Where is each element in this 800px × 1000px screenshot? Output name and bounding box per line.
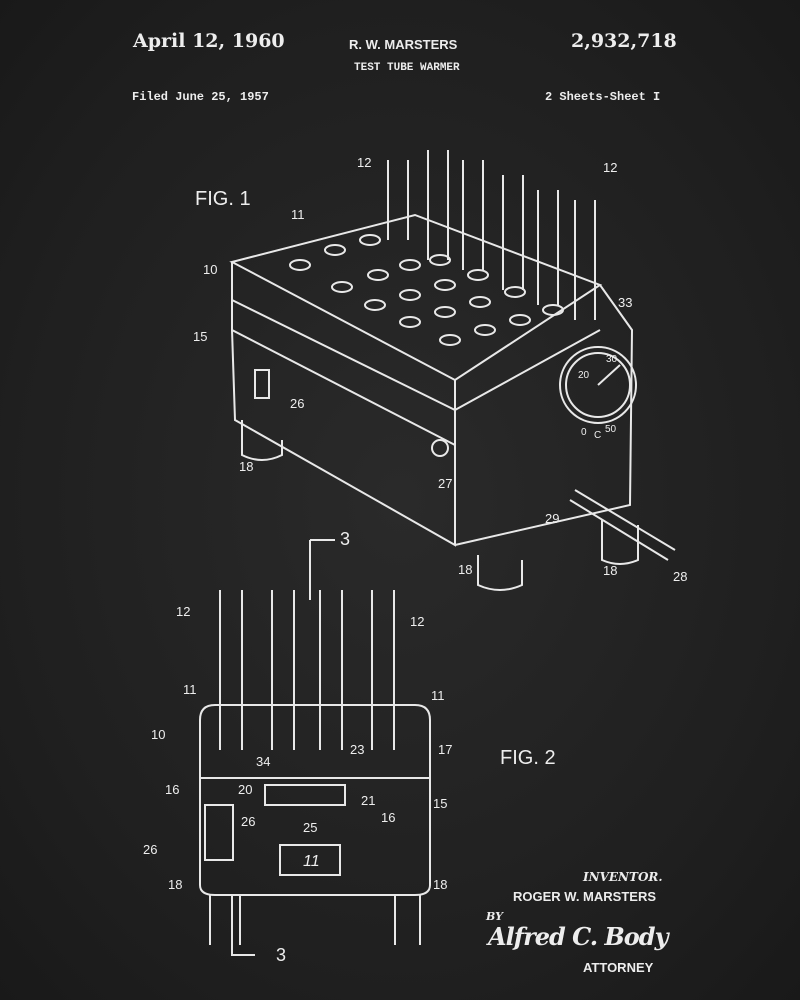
reference-numeral: 21 xyxy=(361,793,375,808)
reference-numeral: 20 xyxy=(578,370,590,381)
reference-numeral: 18 xyxy=(239,459,253,474)
reference-numeral: 28 xyxy=(673,569,687,584)
fig2-reference-numerals: 3 12 12 11 11 10 23 17 34 20 21 16 16 15 26 26 2… xyxy=(143,529,452,965)
reference-numeral: 11 xyxy=(183,682,197,697)
sheet-info: 2 Sheets-Sheet I xyxy=(545,90,661,104)
attorney-signature: Alfred C. Body xyxy=(488,922,669,951)
reference-numeral: 27 xyxy=(438,476,452,491)
patent-number: 2,932,718 xyxy=(571,30,677,52)
reference-numeral: 26 xyxy=(241,814,255,829)
reference-numeral: 3 xyxy=(276,945,286,965)
reference-numeral: 17 xyxy=(438,742,452,757)
reference-numeral: 50 xyxy=(605,424,617,435)
reference-numeral: 12 xyxy=(176,604,190,619)
patent-date: April 12, 1960 xyxy=(133,30,285,52)
test-tube-holes xyxy=(289,234,564,346)
fig1-device xyxy=(229,150,676,591)
reference-numeral: 11 xyxy=(291,207,305,222)
by-label: BY xyxy=(486,910,503,923)
reference-numeral: 12 xyxy=(603,160,617,175)
reference-numeral: 33 xyxy=(618,295,632,310)
inventor-label: INVENTOR. xyxy=(583,870,663,884)
reference-numeral: 12 xyxy=(410,614,424,629)
reference-numeral: 23 xyxy=(350,742,364,757)
inventor-name: ROGER W. MARSTERS xyxy=(513,889,657,904)
reference-numeral: 18 xyxy=(603,563,617,578)
fig1-label: FIG. 1 xyxy=(195,188,251,210)
filed-date: Filed June 25, 1957 xyxy=(132,90,269,104)
fig2-section xyxy=(199,539,431,956)
reference-numeral: 16 xyxy=(381,810,395,825)
inventor-short: R. W. MARSTERS xyxy=(349,37,458,52)
test-tubes xyxy=(387,150,596,320)
reference-numeral: 18 xyxy=(168,877,182,892)
reference-numeral: 30 xyxy=(606,354,618,365)
reference-numeral: 26 xyxy=(143,842,157,857)
reference-numeral: 18 xyxy=(458,562,472,577)
attorney-label: ATTORNEY xyxy=(583,960,654,975)
reference-numeral: 29 xyxy=(545,511,559,526)
fig2-label: FIG. 2 xyxy=(500,747,556,769)
reference-numeral: 0 xyxy=(581,427,587,438)
reference-numeral: 20 xyxy=(238,782,252,797)
reference-numeral: 3 xyxy=(340,529,350,549)
reference-numeral: 11 xyxy=(303,853,320,870)
reference-numeral: C xyxy=(594,430,601,441)
reference-numeral: 18 xyxy=(433,877,447,892)
reference-numeral: 10 xyxy=(151,727,165,742)
reference-numeral: 25 xyxy=(303,820,317,835)
patent-title: TEST TUBE WARMER xyxy=(354,62,460,74)
reference-numeral: 34 xyxy=(256,754,270,769)
reference-numeral: 26 xyxy=(290,396,304,411)
reference-numeral: 12 xyxy=(357,155,371,170)
reference-numeral: 11 xyxy=(431,688,445,703)
reference-numeral: 15 xyxy=(193,329,207,344)
reference-numeral: 16 xyxy=(165,782,179,797)
reference-numeral: 10 xyxy=(203,262,217,277)
reference-numeral: 15 xyxy=(433,796,447,811)
